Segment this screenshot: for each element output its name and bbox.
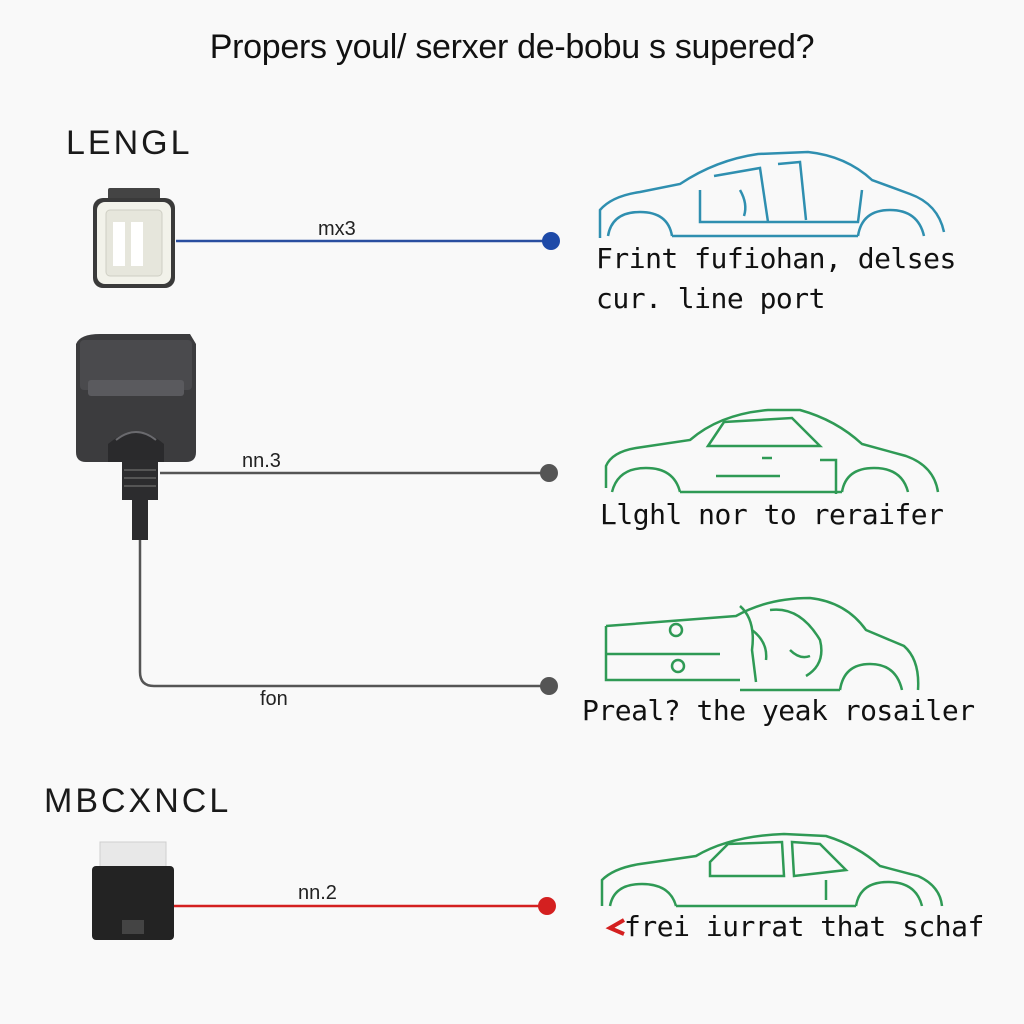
diagram-title: Propers youl/ serxer de-bobu s supered? <box>209 28 815 66</box>
car-outline-green-icon-3 <box>600 832 944 908</box>
car-outline-blue-icon <box>598 150 946 238</box>
section-label-top: LENGL <box>66 124 193 162</box>
wire-2-label: nn.3 <box>242 450 281 472</box>
obd-connector-icon <box>76 334 196 540</box>
car-1-caption-line-1: Frint fufiohan, delses <box>596 242 956 275</box>
wire-1-endpoint <box>542 232 560 250</box>
wire-1-label: mx3 <box>318 218 356 240</box>
wire-2-endpoint <box>540 464 558 482</box>
wire-4-label: nn.2 <box>298 882 337 904</box>
wire-3-endpoint <box>540 677 558 695</box>
car-outline-green-icon-1 <box>604 408 940 494</box>
connector-small-dark-icon <box>92 841 174 940</box>
car-outline-green-icon-2 <box>604 596 920 692</box>
arrow-left-icon <box>604 912 626 942</box>
car-1-caption-line-2: cur. line port <box>596 282 826 315</box>
car-4-caption: frei iurrat that schaf <box>624 910 984 943</box>
section-label-bottom: MBCXNCL <box>44 782 232 820</box>
wire-3 <box>138 540 548 688</box>
car-3-caption: Preal? the yeak rosailer <box>582 694 975 727</box>
car-2-caption: Llghl nor to reraifer <box>600 498 944 531</box>
wire-4-endpoint <box>538 897 556 915</box>
wire-3-label: fon <box>260 688 288 710</box>
connector-small-white-icon <box>93 188 175 288</box>
